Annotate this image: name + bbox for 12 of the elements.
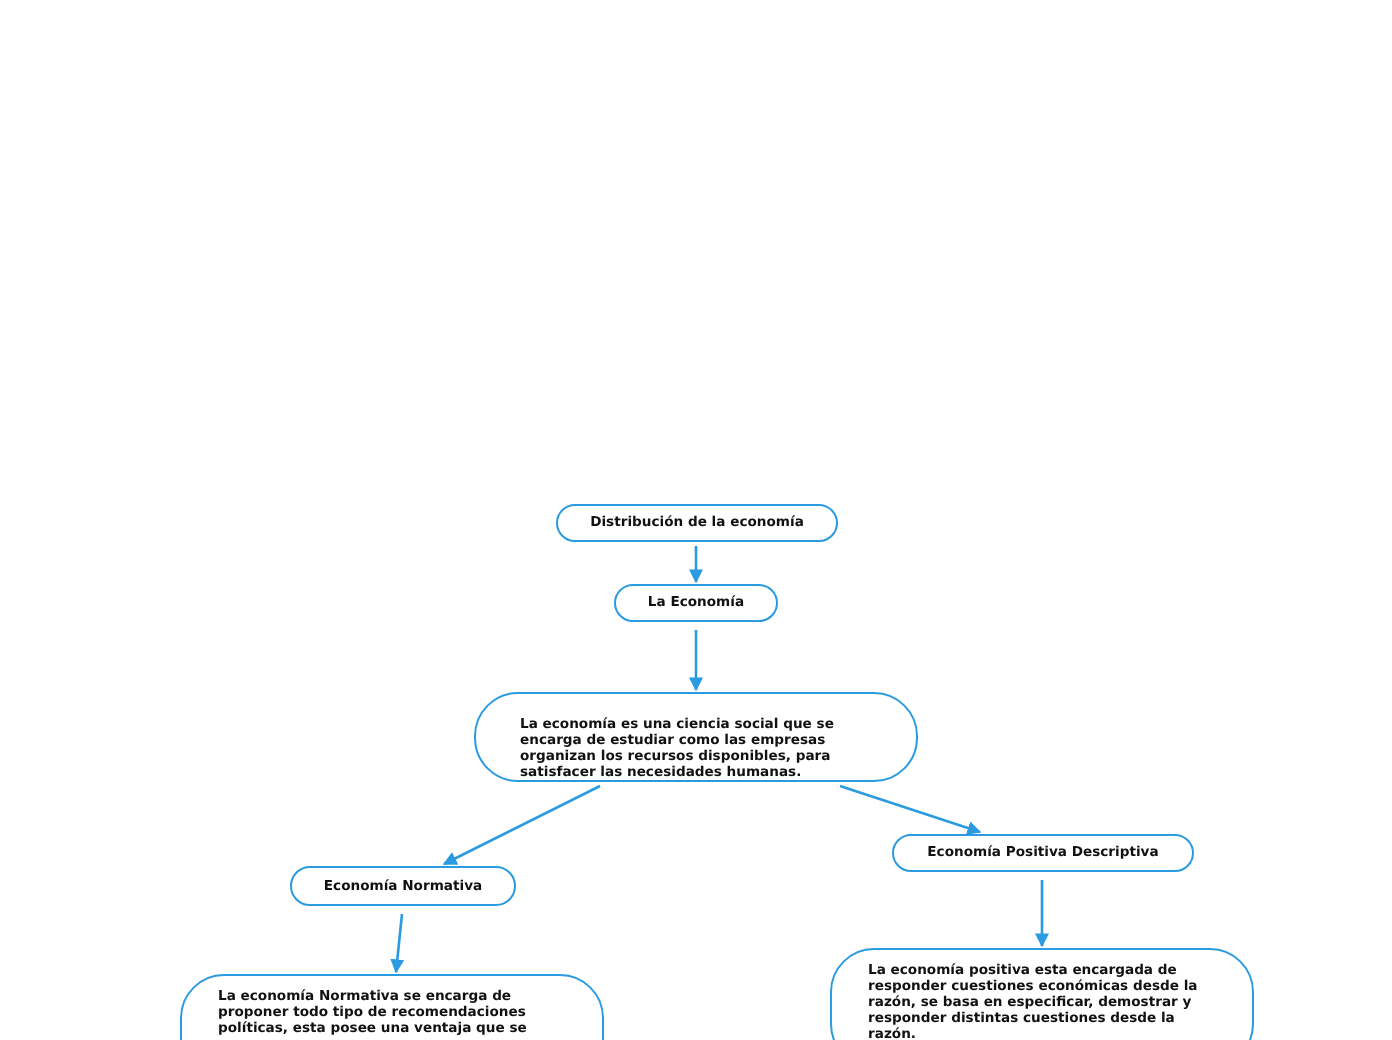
description-box — [830, 948, 1254, 1040]
topic-box — [614, 584, 778, 622]
arrow — [442, 784, 601, 866]
topic-box — [556, 504, 838, 542]
arrow — [689, 630, 703, 692]
topic-box — [290, 866, 516, 906]
arrow — [839, 784, 982, 835]
arrow — [689, 546, 703, 584]
arrow — [1035, 880, 1049, 948]
arrow — [390, 913, 405, 974]
description-box — [474, 692, 918, 782]
topic-box — [892, 834, 1194, 872]
